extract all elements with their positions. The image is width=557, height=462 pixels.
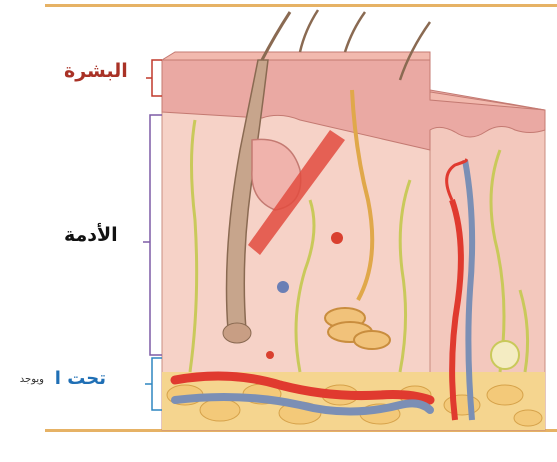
- blood-cell-2: [277, 281, 289, 293]
- subcutaneous-fat-lobules: [162, 372, 545, 430]
- dermis-label: الأدمة: [64, 224, 118, 246]
- subcutaneous-label: تحت الأدمة: [54, 368, 106, 389]
- hair-bulb: [223, 323, 251, 343]
- hair-shaft-3: [345, 12, 365, 52]
- blood-cell-3: [266, 351, 274, 359]
- blood-cell-1: [331, 232, 343, 244]
- pacinian-corpuscle: [491, 341, 519, 369]
- subcutaneous-bracket: [145, 358, 162, 410]
- epidermis-bracket: [146, 60, 162, 96]
- truncated-text: ويوجد: [0, 374, 44, 385]
- epidermis-label: البشرة: [64, 60, 128, 82]
- hair-shaft-2: [300, 10, 318, 52]
- dermis-bracket: [143, 115, 162, 355]
